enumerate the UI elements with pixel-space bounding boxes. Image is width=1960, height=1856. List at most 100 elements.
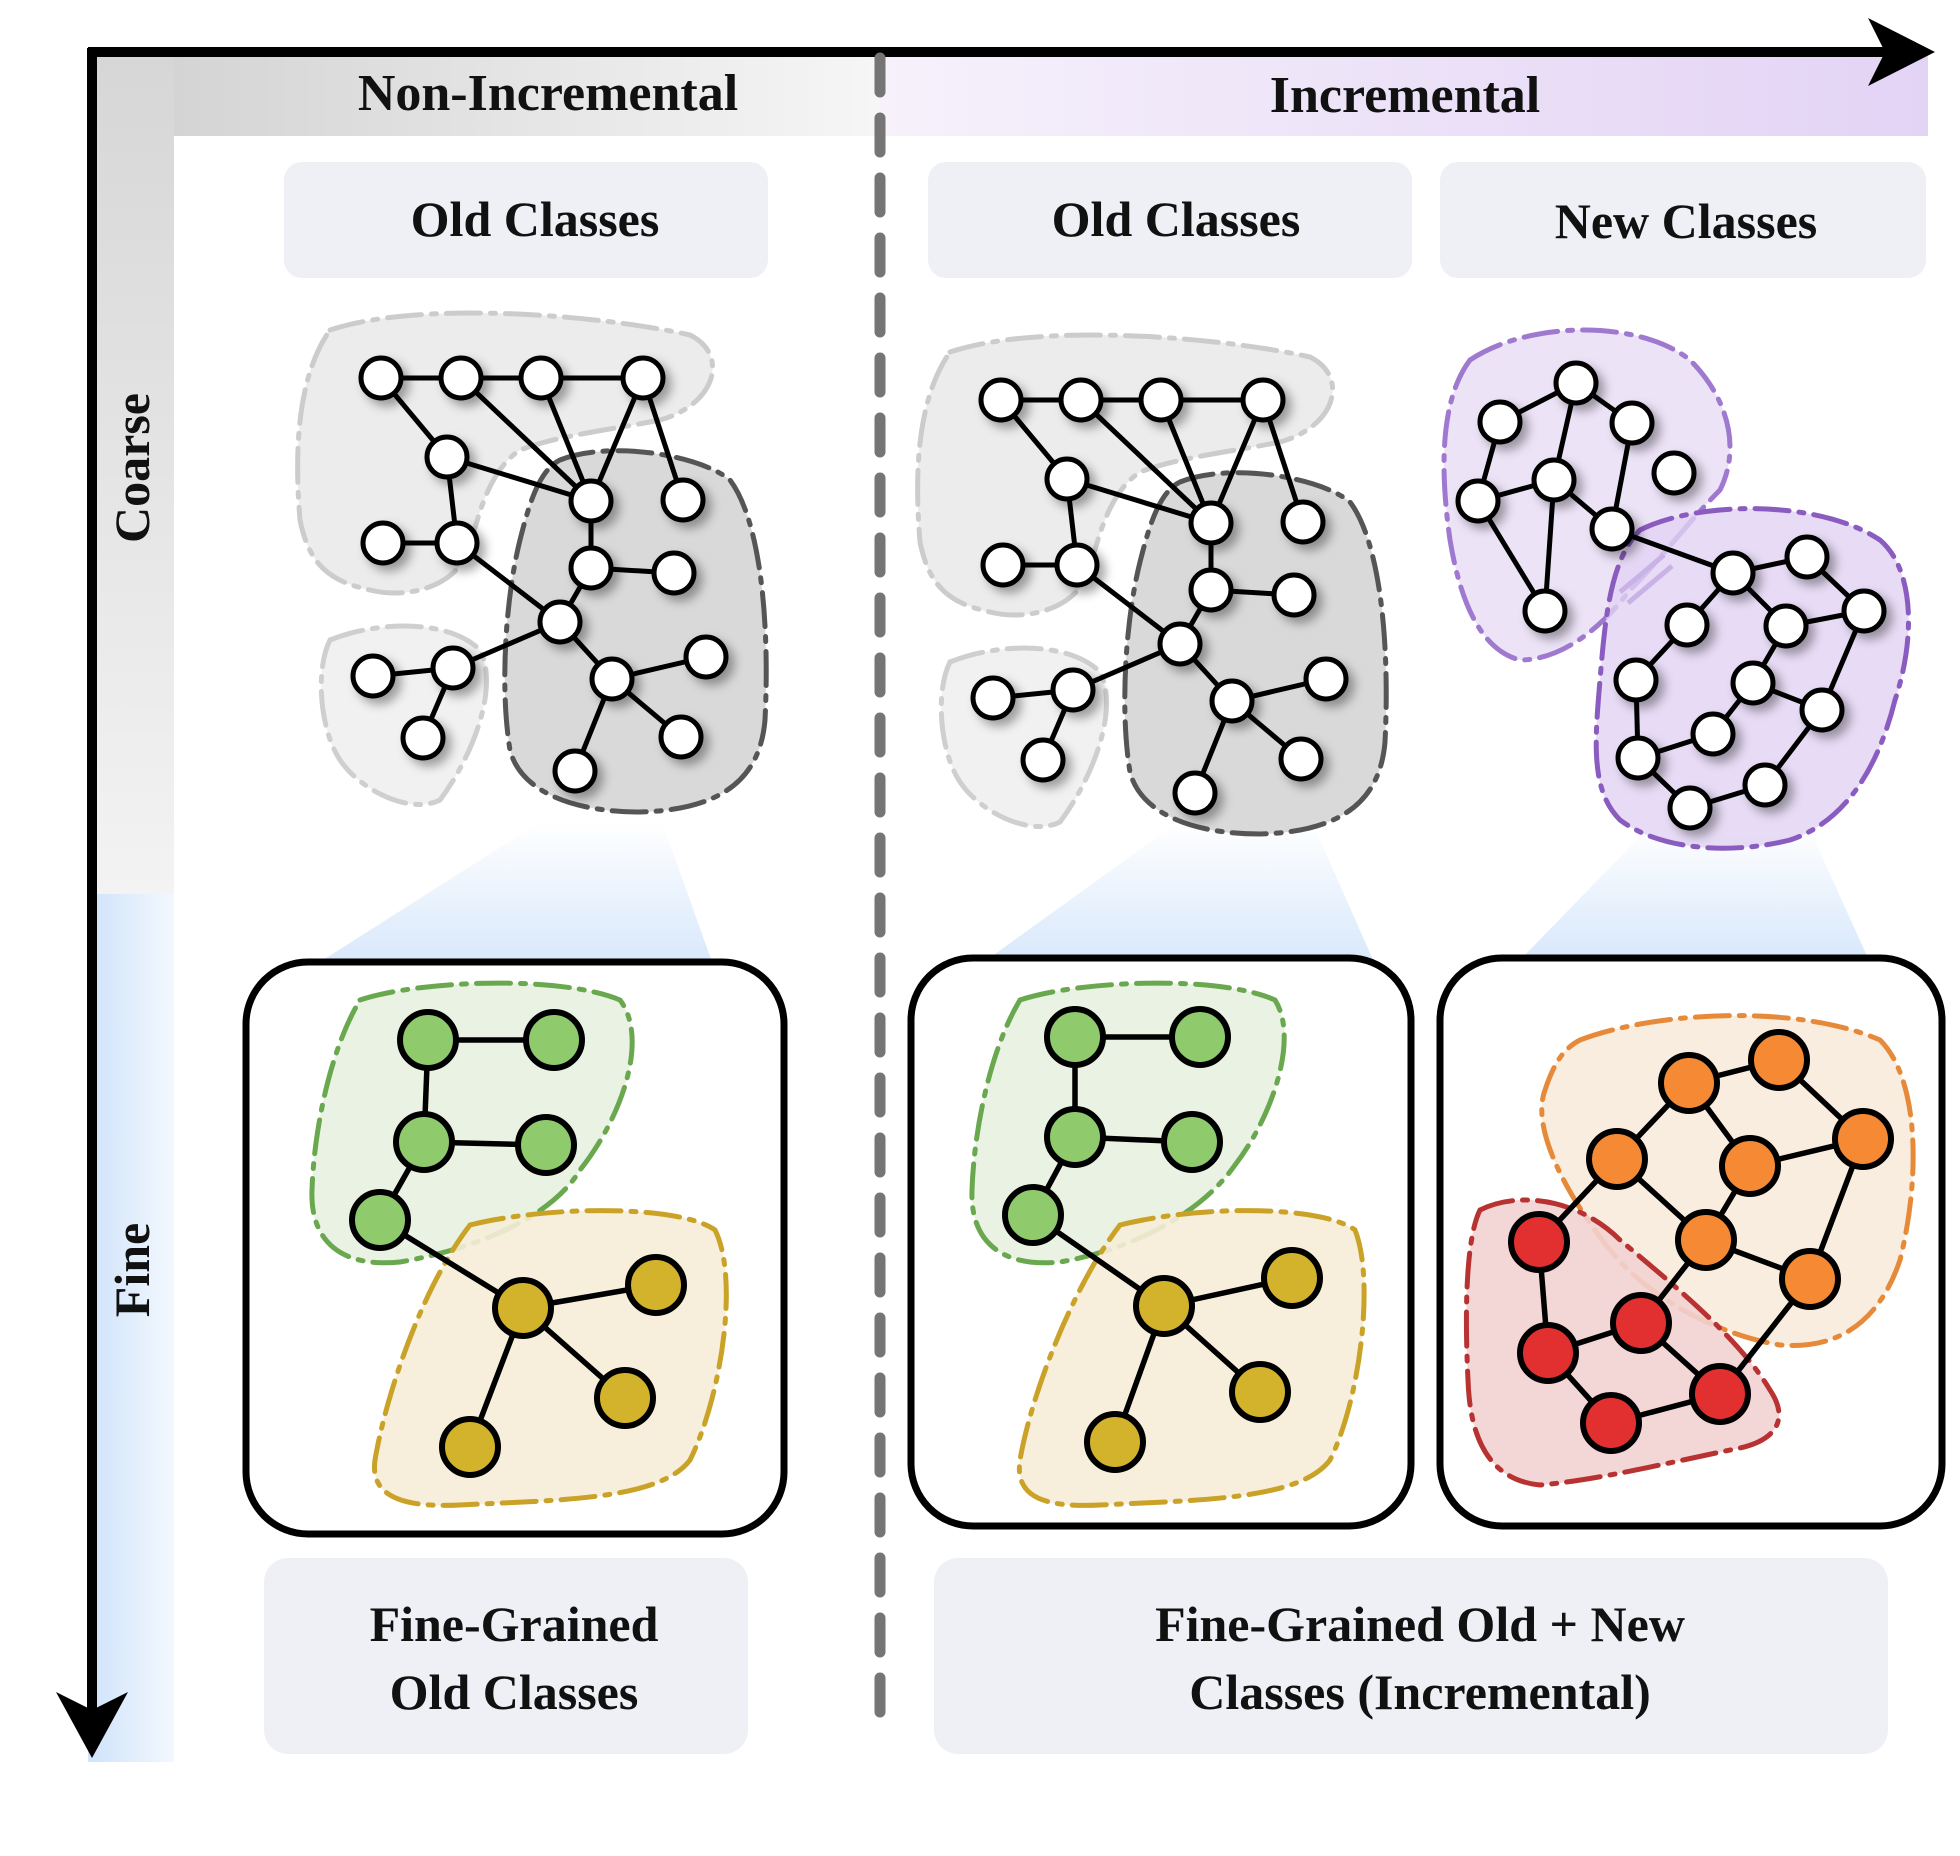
graph-node — [683, 634, 729, 680]
fine-node-orange — [1658, 1052, 1720, 1114]
fine-node-gold — [492, 1277, 554, 1339]
graph-node — [651, 550, 697, 596]
graph-node — [1044, 456, 1090, 502]
fine-node-green — [1002, 1184, 1064, 1246]
fine-node-green — [515, 1114, 577, 1176]
graph-node — [350, 653, 396, 699]
fine-node-green — [397, 1009, 459, 1071]
fine-panel-left — [242, 958, 788, 1538]
graph-node — [438, 355, 484, 401]
coarse-graph-old-left — [295, 310, 769, 815]
coarse-graph-old-right — [915, 332, 1389, 837]
graph-node — [660, 477, 706, 523]
coarse-new-nodes — [1455, 360, 1887, 831]
graph-node — [1742, 762, 1788, 808]
graph-node — [430, 645, 476, 691]
graph-node — [1841, 588, 1887, 634]
fine-node-gold — [439, 1416, 501, 1478]
coarse-graph-new — [1441, 327, 1912, 851]
label-box-old-classes-left: Old Classes — [284, 162, 768, 278]
fine-node-green — [393, 1111, 455, 1173]
fine-panel-middle — [907, 954, 1415, 1530]
graph-node — [518, 355, 564, 401]
graph-node — [970, 675, 1016, 721]
fine-node-red — [1689, 1363, 1751, 1425]
graph-node — [552, 748, 598, 794]
graph-node — [1553, 360, 1599, 406]
label-box-new-classes: New Classes — [1440, 162, 1926, 278]
graph-node — [1271, 572, 1317, 618]
svg-text:Fine-Grained: Fine-Grained — [370, 1596, 659, 1652]
graph-node — [1020, 737, 1066, 783]
svg-text:Old Classes: Old Classes — [1052, 191, 1301, 247]
graph-node — [1303, 656, 1349, 702]
graph-node — [1455, 478, 1501, 524]
graph-node — [1664, 602, 1710, 648]
fine-node-orange — [1832, 1108, 1894, 1170]
graph-node — [1278, 736, 1324, 782]
svg-text:Old Classes: Old Classes — [390, 1664, 639, 1720]
fine-node-green — [523, 1009, 585, 1071]
header-incremental: Incremental — [1270, 67, 1541, 124]
graph-node — [1209, 678, 1255, 724]
axis-bands — [88, 52, 1928, 1762]
svg-text:Old Classes: Old Classes — [411, 191, 660, 247]
fine-node-gold — [625, 1254, 687, 1316]
graph-node — [980, 542, 1026, 588]
coarse-cluster-c — [502, 448, 769, 815]
graph-node — [1188, 500, 1234, 546]
fine-node-gold — [1084, 1411, 1146, 1473]
fine-node-gold — [1261, 1247, 1323, 1309]
graph-node — [1240, 377, 1286, 423]
fine-node-orange — [1748, 1029, 1810, 1091]
fine-node-red — [1517, 1322, 1579, 1384]
axis-label-fine: Fine — [104, 1223, 160, 1317]
graph-node — [1710, 550, 1756, 596]
fine-node-gold — [1133, 1275, 1195, 1337]
graph-node — [1730, 660, 1776, 706]
graph-node — [1690, 711, 1736, 757]
fine-panel-right — [1436, 954, 1946, 1530]
header-non-incremental: Non-Incremental — [358, 65, 738, 122]
fine-node-red — [1610, 1292, 1672, 1354]
fine-node-orange — [1675, 1209, 1737, 1271]
graph-node — [1054, 542, 1100, 588]
graph-node — [1050, 667, 1096, 713]
graph-node — [620, 355, 666, 401]
graph-node — [1188, 567, 1234, 613]
horizontal-axis-arrow — [88, 18, 1935, 86]
graph-node — [1138, 377, 1184, 423]
fine-node-red — [1580, 1392, 1642, 1454]
graph-node — [400, 715, 446, 761]
fine-node-orange — [1779, 1248, 1841, 1310]
coarse-nodes — [350, 355, 729, 794]
graph-node — [568, 478, 614, 524]
graph-node — [1609, 400, 1655, 446]
fine-node-gold — [1229, 1361, 1291, 1423]
graph-node — [658, 714, 704, 760]
svg-text:Fine-Grained Old + New: Fine-Grained Old + New — [1155, 1596, 1685, 1652]
fine-node-green — [1044, 1006, 1106, 1068]
graph-node — [1058, 377, 1104, 423]
zoom-left — [320, 822, 712, 962]
fine-node-orange — [1719, 1135, 1781, 1197]
label-box-old-classes-right: Old Classes — [928, 162, 1412, 278]
graph-node — [1531, 457, 1577, 503]
graph-node — [1172, 770, 1218, 816]
graph-node — [424, 434, 470, 480]
zoom-mid — [984, 822, 1374, 962]
graph-node — [1589, 506, 1635, 552]
fine-node-orange — [1586, 1128, 1648, 1190]
fine-node-green — [349, 1189, 411, 1251]
zoom-right — [1522, 826, 1868, 958]
axis-label-coarse: Coarse — [104, 393, 160, 543]
graph-node — [1784, 534, 1830, 580]
label-box-fine-grained-old: Fine-Grained Old Classes — [264, 1558, 748, 1754]
vertical-axis-arrow — [56, 48, 128, 1758]
fine-node-green — [1169, 1006, 1231, 1068]
graph-node — [1477, 399, 1523, 445]
graph-node — [358, 355, 404, 401]
graph-node — [434, 520, 480, 566]
graph-node — [1280, 499, 1326, 545]
